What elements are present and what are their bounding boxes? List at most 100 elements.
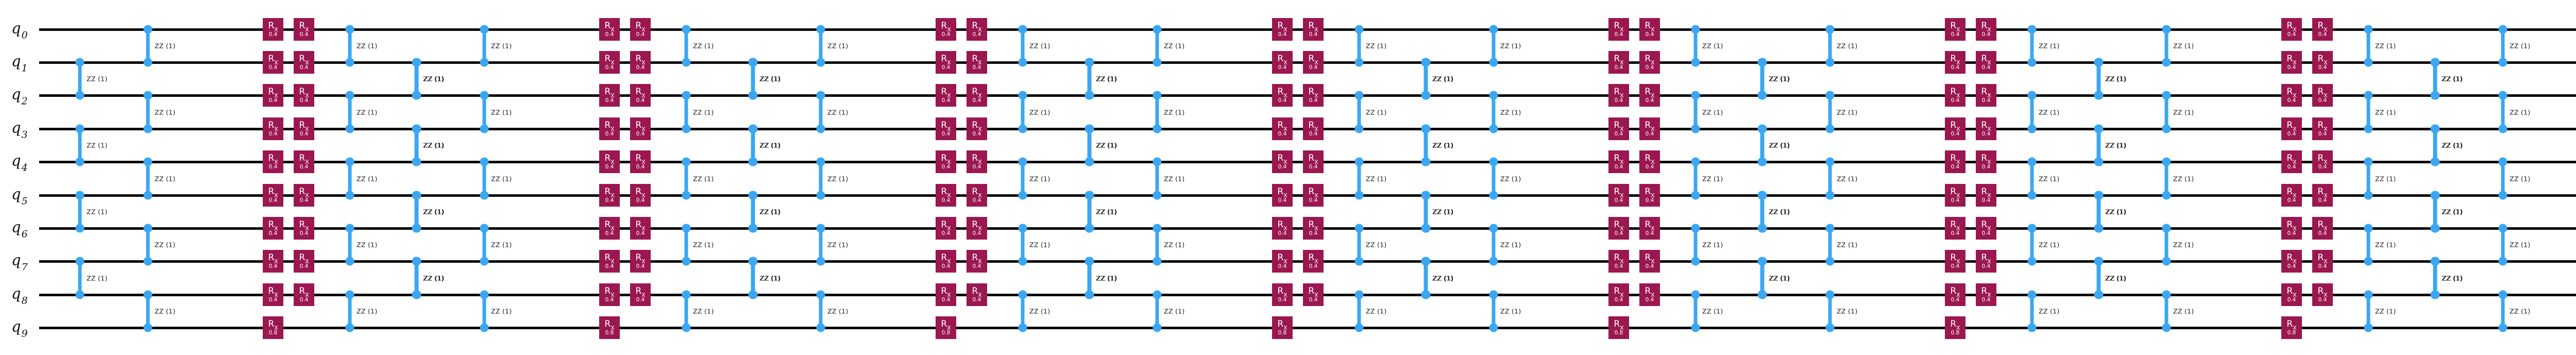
zz-gate-connector-q3-q4[interactable] — [751, 129, 755, 162]
zz-gate-node-q8[interactable] — [2094, 290, 2103, 299]
zz-gate-node-q8[interactable] — [2027, 290, 2037, 299]
zz-gate-connector-q2-q3[interactable] — [482, 95, 486, 129]
zz-gate-connector-q0-q1[interactable] — [819, 29, 823, 62]
zz-gate-node-q6[interactable] — [480, 224, 489, 233]
zz-gate-node-q6[interactable] — [1018, 224, 1027, 233]
zz-gate-connector-q8-q9[interactable] — [1357, 295, 1361, 328]
zz-gate-node-q7[interactable] — [1691, 257, 1700, 266]
zz-gate-node-q8[interactable] — [2498, 290, 2507, 299]
zz-gate-connector-q7-q8[interactable] — [751, 261, 755, 295]
zz-gate-connector-q0-q1[interactable] — [2164, 29, 2168, 62]
zz-gate-connector-q0-q1[interactable] — [2030, 29, 2034, 62]
zz-gate-connector-q6-q7[interactable] — [482, 228, 486, 261]
zz-gate-node-q4[interactable] — [480, 157, 489, 166]
zz-gate-node-q1[interactable] — [1825, 58, 1835, 67]
zz-gate-node-q8[interactable] — [143, 290, 152, 299]
zz-gate-node-q1[interactable] — [480, 58, 489, 67]
zz-gate-node-q4[interactable] — [1354, 157, 1364, 166]
zz-gate-connector-q0-q1[interactable] — [1155, 29, 1159, 62]
zz-gate-node-q3[interactable] — [682, 124, 691, 133]
zz-gate-connector-q6-q7[interactable] — [2501, 228, 2505, 261]
zz-gate-node-q8[interactable] — [2364, 290, 2373, 299]
zz-gate-node-q2[interactable] — [412, 91, 421, 100]
zz-gate-node-q8[interactable] — [2162, 290, 2171, 299]
zz-gate-node-q2[interactable] — [345, 91, 354, 100]
zz-gate-connector-q1-q2[interactable] — [1423, 62, 1428, 95]
zz-gate-node-q2[interactable] — [682, 91, 691, 100]
zz-gate-connector-q8-q9[interactable] — [2366, 295, 2370, 328]
zz-gate-node-q3[interactable] — [345, 124, 354, 133]
zz-gate-node-q6[interactable] — [345, 224, 354, 233]
zz-gate-node-q8[interactable] — [1825, 290, 1835, 299]
zz-gate-node-q9[interactable] — [345, 323, 354, 332]
zz-gate-connector-q0-q1[interactable] — [1357, 29, 1361, 62]
zz-gate-node-q7[interactable] — [2430, 257, 2439, 266]
zz-gate-connector-q2-q3[interactable] — [1693, 95, 1698, 129]
zz-gate-node-q8[interactable] — [480, 290, 489, 299]
zz-gate-connector-q8-q9[interactable] — [1155, 295, 1159, 328]
zz-gate-node-q0[interactable] — [816, 25, 825, 34]
zz-gate-connector-q4-q5[interactable] — [1155, 162, 1159, 195]
zz-gate-connector-q8-q9[interactable] — [1828, 295, 1832, 328]
zz-gate-node-q7[interactable] — [412, 257, 421, 266]
zz-gate-connector-q4-q5[interactable] — [2501, 162, 2505, 195]
zz-gate-connector-q2-q3[interactable] — [1492, 95, 1496, 129]
zz-gate-node-q9[interactable] — [1354, 323, 1364, 332]
zz-gate-connector-q1-q2[interactable] — [2433, 62, 2437, 95]
zz-gate-node-q8[interactable] — [1421, 290, 1430, 299]
zz-gate-node-q4[interactable] — [1825, 157, 1835, 166]
zz-gate-node-q1[interactable] — [1018, 58, 1027, 67]
zz-gate-connector-q2-q3[interactable] — [2501, 95, 2505, 129]
zz-gate-node-q0[interactable] — [1825, 25, 1835, 34]
zz-gate-node-q6[interactable] — [816, 224, 825, 233]
zz-gate-node-q9[interactable] — [2027, 323, 2037, 332]
zz-gate-node-q1[interactable] — [2162, 58, 2171, 67]
zz-gate-node-q5[interactable] — [2364, 191, 2373, 200]
zz-gate-node-q2[interactable] — [2430, 91, 2439, 100]
zz-gate-node-q8[interactable] — [1018, 290, 1027, 299]
zz-gate-node-q4[interactable] — [1757, 157, 1767, 166]
zz-gate-node-q8[interactable] — [748, 290, 757, 299]
zz-gate-node-q4[interactable] — [1489, 157, 1498, 166]
zz-gate-connector-q2-q3[interactable] — [146, 95, 150, 129]
zz-gate-connector-q2-q3[interactable] — [2366, 95, 2370, 129]
zz-gate-connector-q8-q9[interactable] — [2030, 295, 2034, 328]
zz-gate-connector-q6-q7[interactable] — [1357, 228, 1361, 261]
zz-gate-connector-q6-q7[interactable] — [1155, 228, 1159, 261]
zz-gate-node-q3[interactable] — [1421, 124, 1430, 133]
zz-gate-connector-q7-q8[interactable] — [1087, 261, 1091, 295]
zz-gate-node-q9[interactable] — [1691, 323, 1700, 332]
zz-gate-node-q4[interactable] — [345, 157, 354, 166]
zz-gate-node-q3[interactable] — [1757, 124, 1767, 133]
zz-gate-node-q4[interactable] — [1691, 157, 1700, 166]
zz-gate-connector-q7-q8[interactable] — [1423, 261, 1428, 295]
zz-gate-node-q8[interactable] — [1691, 290, 1700, 299]
zz-gate-node-q3[interactable] — [1018, 124, 1027, 133]
zz-gate-node-q5[interactable] — [480, 191, 489, 200]
